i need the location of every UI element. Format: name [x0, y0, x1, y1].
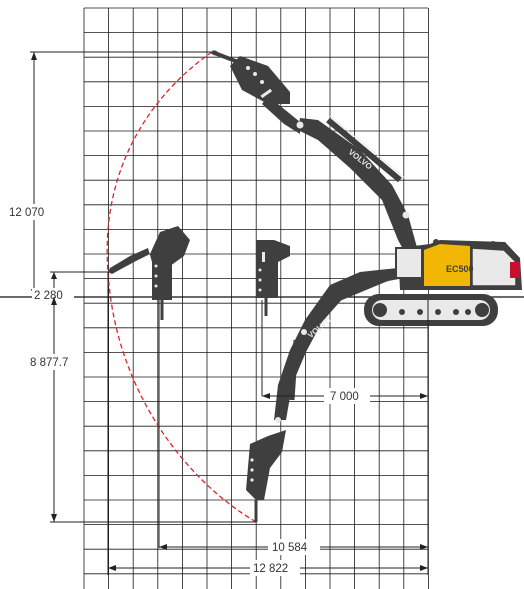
dim-10584-label: 10 584	[272, 542, 308, 554]
reach-envelope-arc	[106, 51, 257, 523]
breaker-attachment-middle	[256, 240, 290, 316]
excavator-upper-structure: EC500	[395, 239, 522, 290]
dimension-low-mount-height: 2 280	[32, 271, 108, 302]
breaker-attachment-left	[108, 226, 190, 320]
dimension-reach-7000: 7 000	[262, 388, 428, 404]
upper-boom-arm: VOLVO	[211, 50, 420, 262]
dim-7000-label: 7 000	[330, 391, 359, 403]
dim-8877-label: 8 877.7	[30, 357, 68, 369]
dimension-reach-12822: 12 822	[108, 560, 428, 576]
dim-12070-label: 12 070	[9, 207, 44, 219]
machine-model-label: EC500	[446, 264, 474, 274]
dimension-reach-10584: 10 584	[159, 539, 428, 555]
dimension-max-reach-height: 12 070	[8, 51, 212, 297]
excavator-tracks	[364, 294, 498, 326]
dim-12822-label: 12 822	[253, 563, 288, 575]
dim-2280-label: 2 280	[34, 290, 63, 302]
lower-boom-arm: VOLVO	[246, 268, 404, 522]
dimension-max-dig-depth: 8 877.7	[28, 297, 256, 523]
